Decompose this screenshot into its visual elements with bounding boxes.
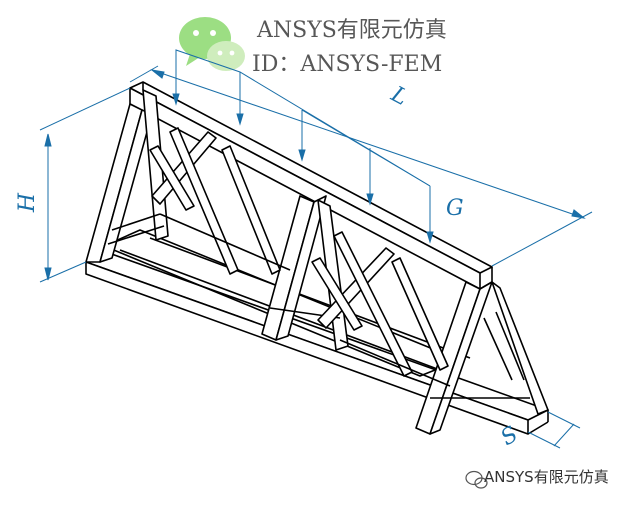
dimension-label-h: H [15, 192, 41, 213]
truss-frame [85, 81, 549, 435]
bottom-watermark: ANSYS有限元仿真 [456, 466, 609, 487]
right-bay-bracing [311, 231, 451, 387]
right-end-frame [415, 281, 549, 435]
left-bay-bracing [149, 127, 291, 275]
load-label-g: G [446, 196, 464, 221]
wechat-small-icon [465, 470, 488, 489]
top-chord [129, 81, 493, 290]
dimension-s [527, 411, 581, 449]
dimension-l [129, 65, 593, 267]
bottom-watermark-text: ANSYS有限元仿真 [484, 468, 609, 486]
dimension-h [39, 87, 131, 283]
watermark-title: ANSYS有限元仿真 [257, 18, 447, 43]
wechat-icon [179, 17, 245, 71]
load-g [172, 49, 434, 244]
dimension-lines [39, 49, 593, 449]
watermark-id: ID：ANSYS-FEM [252, 52, 443, 77]
